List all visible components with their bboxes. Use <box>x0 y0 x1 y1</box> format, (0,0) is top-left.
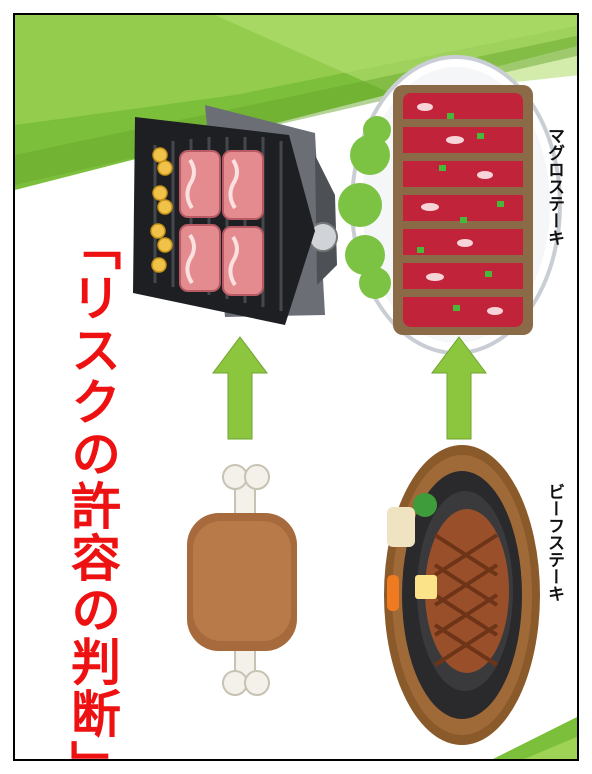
tuna-steak-icon <box>338 55 562 355</box>
beef-steak-icon <box>384 445 540 745</box>
up-arrow-icon <box>212 336 487 440</box>
beef-steak-label: ビーフステーキ <box>544 483 564 602</box>
meat-on-bone-icon <box>187 464 297 696</box>
grill-pan-icon <box>133 105 338 325</box>
tuna-steak-label: マグロステーキ <box>544 127 564 246</box>
slide-title: 「リスクの許容の判断」 <box>63 220 121 761</box>
slide-frame: 「リスクの許容の判断」 マグロステーキ ビーフステーキ <box>13 13 579 761</box>
